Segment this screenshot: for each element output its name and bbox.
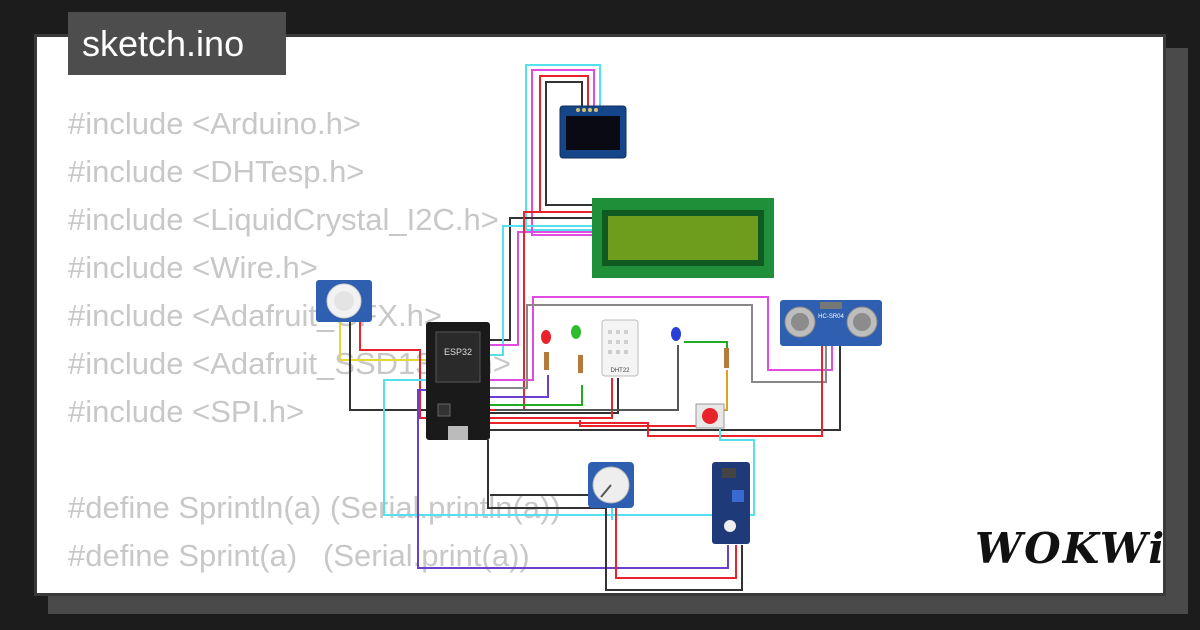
wire-gray-us xyxy=(490,304,827,389)
wire-magenta-oled xyxy=(531,69,596,236)
code-line: #include <LiquidCrystal_I2C.h> xyxy=(68,202,499,237)
ultrasonic-label: HC-SR04 xyxy=(818,314,844,320)
resistor xyxy=(724,348,729,368)
wire-red-button xyxy=(579,420,698,427)
wire-black-oled xyxy=(545,81,596,206)
wire-cyan-lcd xyxy=(490,225,596,356)
green-led[interactable] xyxy=(571,325,583,373)
wire-red-us xyxy=(490,345,823,437)
wire-blue-led2 xyxy=(495,345,679,411)
wire-black-lcd xyxy=(490,217,596,341)
esp32-label: ESP32 xyxy=(444,347,472,357)
potentiometer[interactable] xyxy=(588,462,634,508)
wokwi-logo: WOKWi xyxy=(975,524,1167,573)
wire-red-bottom xyxy=(615,505,737,579)
wire-cyan-bottom xyxy=(383,379,755,516)
wire-magenta-lcd xyxy=(490,231,596,346)
code-background: #include <Arduino.h> #include <DHTesp.h>… xyxy=(68,100,561,580)
red-led[interactable] xyxy=(541,330,551,370)
wire-black-us xyxy=(490,345,841,431)
wire-green-res xyxy=(684,341,728,352)
wire-red-dht xyxy=(490,378,613,419)
dht-label: DHT22 xyxy=(610,368,630,374)
code-line: #include <DHTesp.h> xyxy=(68,154,365,189)
wire-magenta-us xyxy=(490,296,833,381)
wire-green-led xyxy=(490,385,583,406)
file-tab[interactable]: sketch.ino xyxy=(68,12,286,75)
oled-display[interactable] xyxy=(559,105,627,159)
ldr-module[interactable] xyxy=(712,462,750,544)
wire-purple-led xyxy=(490,375,549,398)
wire-black-pot xyxy=(490,494,601,505)
wire-red-pir xyxy=(359,322,430,419)
ultrasonic-sensor[interactable]: HC-SR04 xyxy=(780,300,882,346)
esp32-board[interactable]: ESP32 xyxy=(426,322,490,440)
wire-black-bottom xyxy=(487,440,743,591)
push-button[interactable] xyxy=(695,403,725,429)
code-line: #include <Arduino.h> xyxy=(68,106,362,141)
code-line: #include <Wire.h> xyxy=(68,250,318,285)
pir-sensor[interactable] xyxy=(316,280,372,322)
wire-cyan-oled xyxy=(525,64,601,231)
lcd-display[interactable] xyxy=(592,198,774,278)
blue-led[interactable] xyxy=(671,327,681,341)
wire-yellow-pir xyxy=(339,322,430,361)
dht22-sensor[interactable]: DHT22 xyxy=(601,319,639,377)
wire-black-dht xyxy=(490,378,619,414)
code-line: #include <SPI.h> xyxy=(68,394,305,429)
wire-purple-bottom xyxy=(417,389,729,569)
wire-black-pir xyxy=(349,322,430,411)
